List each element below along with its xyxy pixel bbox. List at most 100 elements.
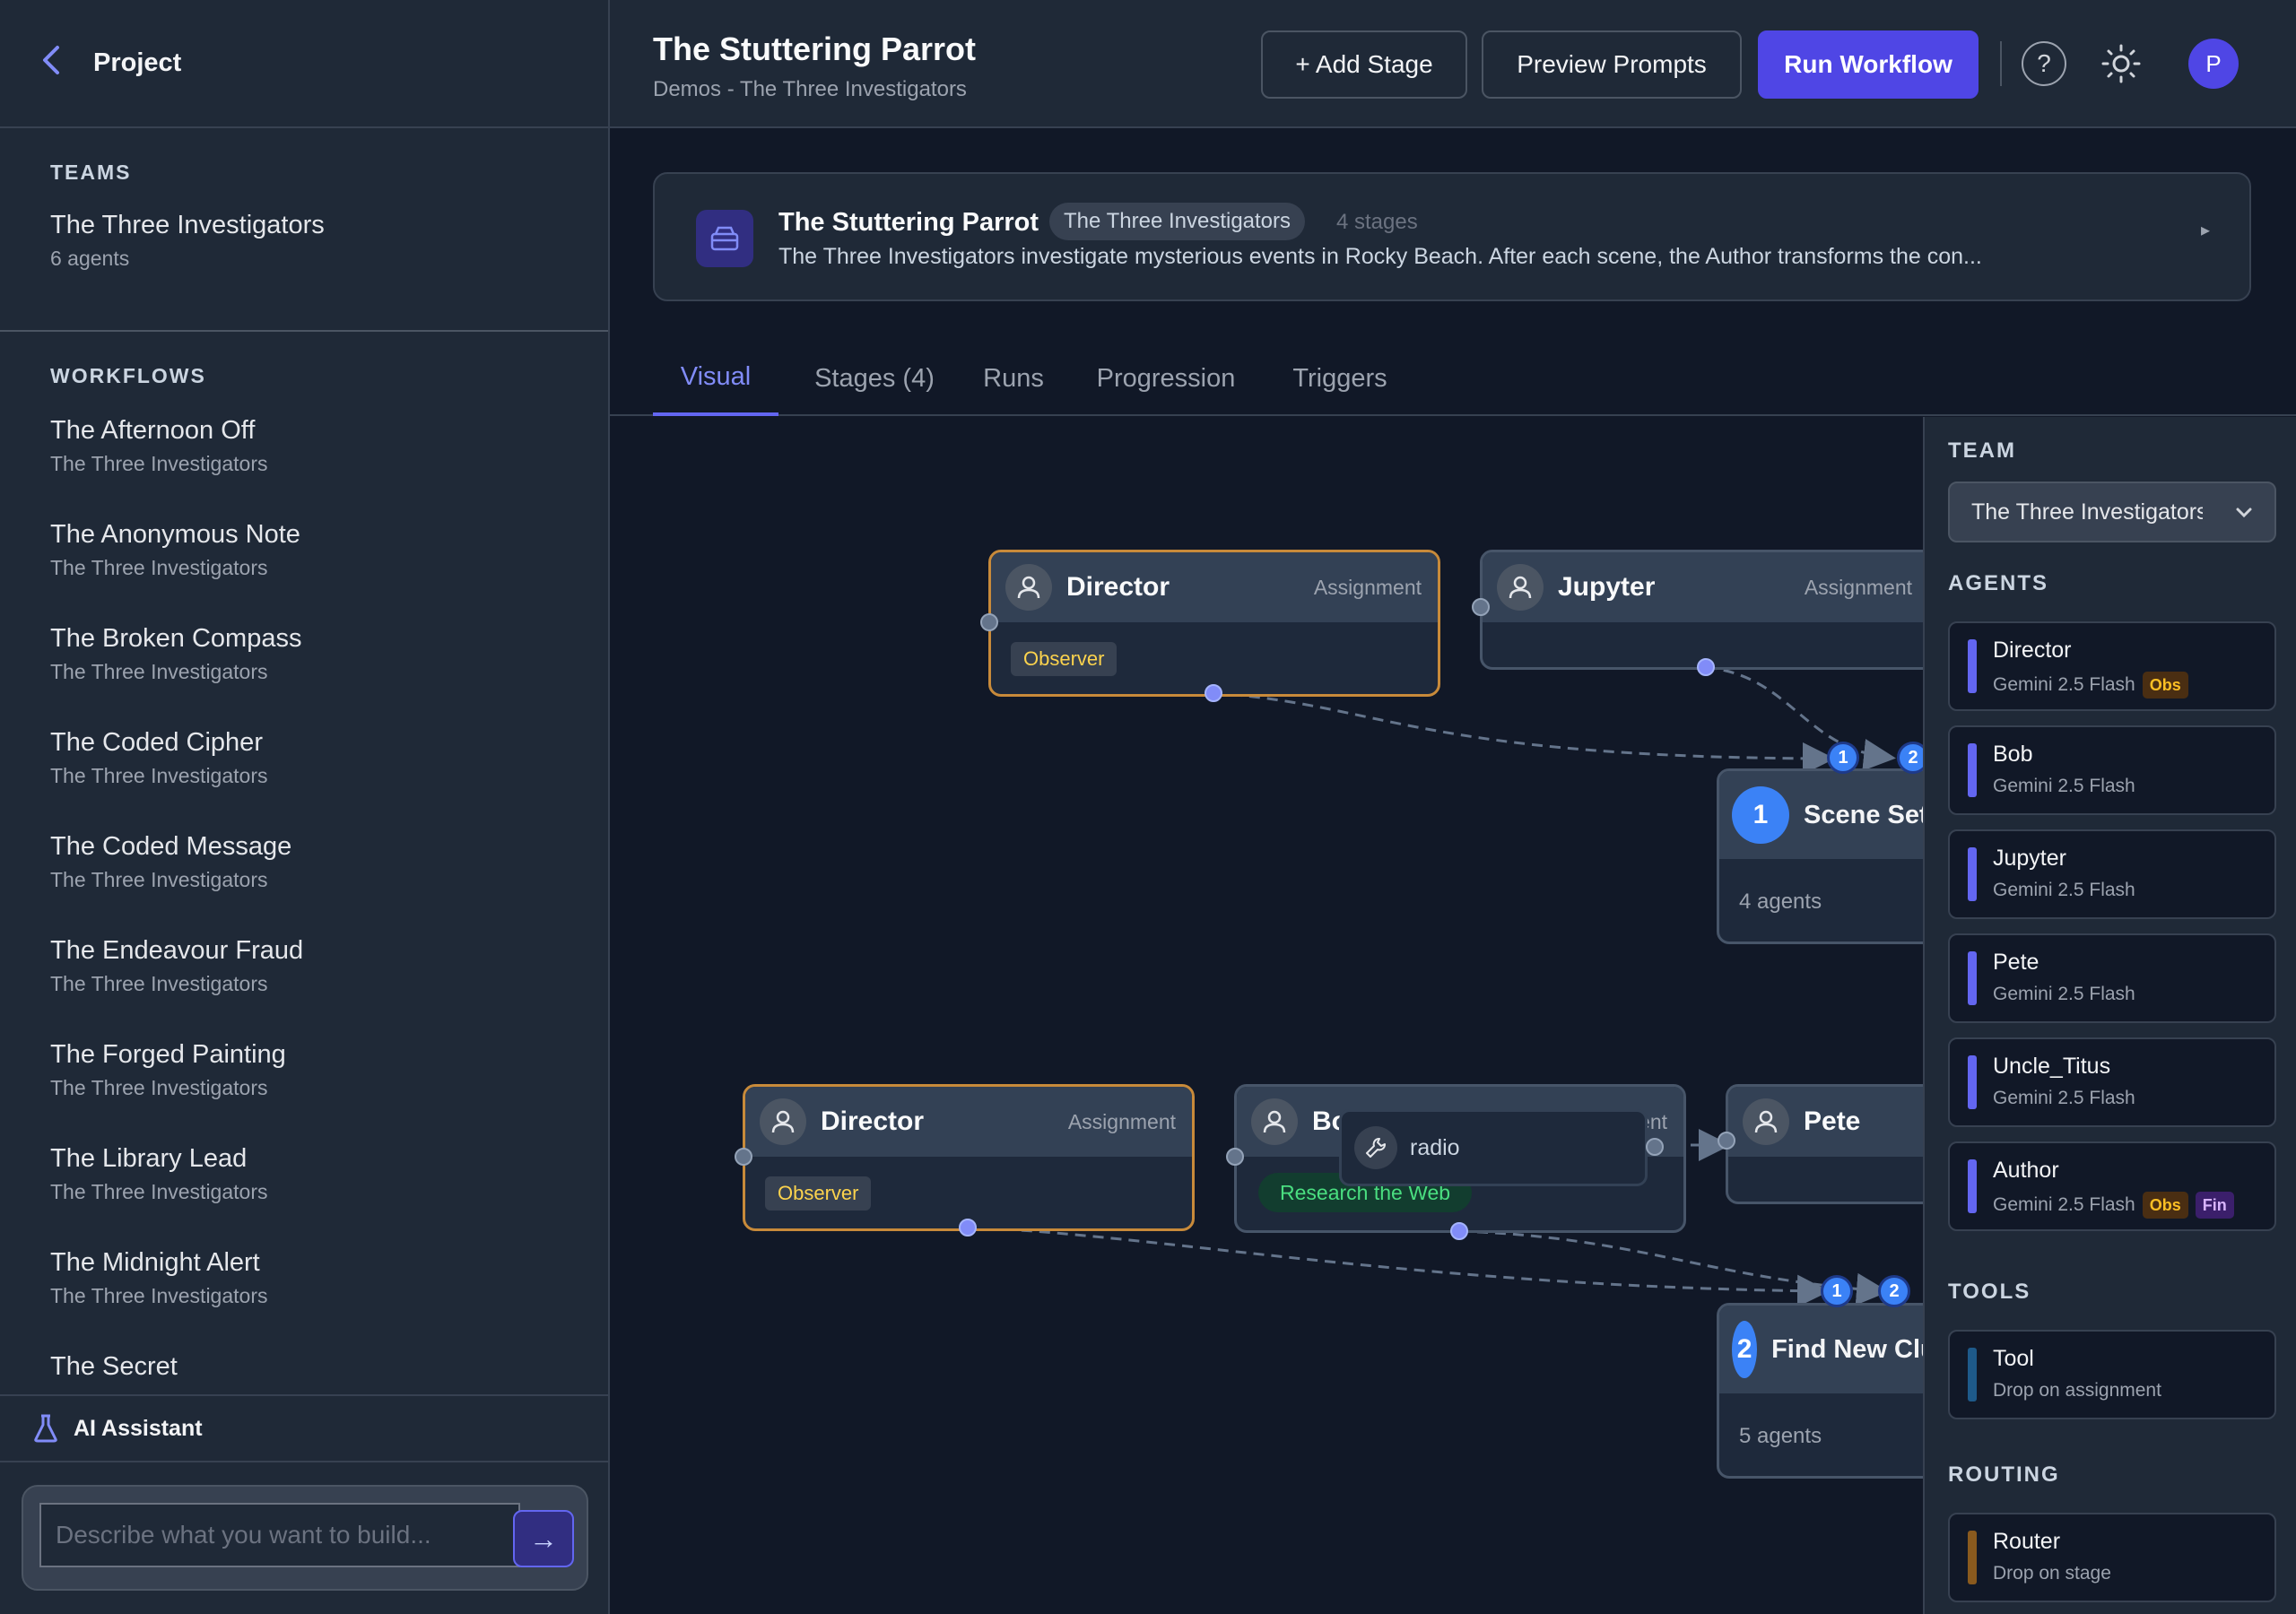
- router-palette-card[interactable]: Router Drop on stage: [1948, 1513, 2276, 1602]
- agent-card[interactable]: Bob Gemini 2.5 Flash: [1948, 725, 2276, 815]
- router-palette-name: Router: [1993, 1529, 2061, 1554]
- workflow-info-card[interactable]: The Stuttering Parrot The Three Investig…: [653, 172, 2251, 301]
- assignment-node[interactable]: Jupyter Assignment: [1480, 550, 1923, 670]
- expand-caret-icon[interactable]: ▸: [2200, 221, 2210, 240]
- team-item[interactable]: The Three Investigators 6 agents: [0, 210, 608, 271]
- workflow-team: The Three Investigators: [50, 763, 268, 787]
- team-select[interactable]: The Three Investigators: [1948, 482, 2276, 542]
- avatar[interactable]: P: [2188, 39, 2239, 89]
- node-header: Jupyter Assignment: [1483, 552, 1923, 622]
- breadcrumb: Demos - The Three Investigators: [653, 77, 967, 101]
- input-port[interactable]: [980, 613, 998, 631]
- chevron-down-icon: [2236, 508, 2252, 518]
- input-port[interactable]: [735, 1148, 752, 1166]
- output-port[interactable]: [1205, 684, 1222, 702]
- workflow-item[interactable]: The Afternoon Off The Three Investigator…: [0, 415, 608, 519]
- router-color-bar: [1968, 1531, 1977, 1584]
- team-select-value: The Three Investigators: [1971, 499, 2203, 525]
- arrow-right-icon: →: [529, 1522, 558, 1555]
- workflow-item[interactable]: The Library Lead The Three Investigators: [0, 1143, 608, 1247]
- workflow-item[interactable]: The Broken Compass The Three Investigato…: [0, 623, 608, 727]
- tool-node[interactable]: radio: [1339, 1109, 1648, 1186]
- top-header: The Stuttering Parrot Demos - The Three …: [610, 0, 2296, 128]
- workflow-item[interactable]: The Anonymous Note The Three Investigato…: [0, 519, 608, 623]
- tab-runs[interactable]: Runs: [983, 363, 1044, 393]
- team-section-label: TEAM: [1948, 438, 2016, 463]
- agent-color-bar: [1968, 639, 1977, 693]
- workflow-team: The Three Investigators: [50, 451, 268, 475]
- workflow-item[interactable]: The Coded Message The Three Investigator…: [0, 831, 608, 935]
- workflow-item[interactable]: The Endeavour Fraud The Three Investigat…: [0, 935, 608, 1039]
- input-port[interactable]: [1718, 1132, 1735, 1150]
- input-port[interactable]: [1226, 1148, 1244, 1166]
- help-icon[interactable]: ?: [2022, 41, 2066, 86]
- tool-palette-card[interactable]: Tool Drop on assignment: [1948, 1330, 2276, 1419]
- tab-stages[interactable]: Stages (4): [814, 363, 935, 393]
- archive-box-icon: [696, 210, 753, 267]
- agent-name: Author: [1993, 1158, 2059, 1183]
- stage-input-port[interactable]: 2: [1897, 742, 1923, 774]
- add-stage-button[interactable]: + Add Stage: [1261, 30, 1467, 99]
- assignment-node[interactable]: Pete: [1726, 1084, 1923, 1204]
- node-agent-name: Director: [821, 1106, 925, 1136]
- palette-panel: TEAM The Three Investigators AGENTS Dire…: [1923, 417, 2296, 1614]
- stage-header: 2 Find New Clues: [1719, 1306, 1923, 1393]
- workflow-team: The Three Investigators: [50, 971, 268, 995]
- workflow-canvas[interactable]: Director Assignment Observer Jupyter Ass…: [610, 417, 1923, 1614]
- tool-port[interactable]: [1646, 1138, 1664, 1156]
- person-icon: [1743, 1098, 1789, 1145]
- person-icon: [1005, 564, 1052, 611]
- agent-model: Gemini 2.5 Flash: [1993, 880, 2135, 901]
- theme-toggle-sun-icon[interactable]: [2099, 41, 2144, 86]
- output-port[interactable]: [1450, 1222, 1468, 1240]
- edge: [1458, 1229, 1889, 1306]
- tab-triggers[interactable]: Triggers: [1292, 363, 1387, 393]
- workflow-name: The Broken Compass: [50, 624, 302, 653]
- stage-node[interactable]: 1 Scene Setup 4 agents: [1717, 768, 1923, 944]
- agent-card[interactable]: Director Gemini 2.5 Flash Obs: [1948, 621, 2276, 711]
- run-workflow-button[interactable]: Run Workflow: [1758, 30, 1979, 99]
- assignment-node[interactable]: Director Assignment Observer: [988, 550, 1440, 697]
- tab-visual[interactable]: Visual: [653, 341, 778, 416]
- output-port[interactable]: [959, 1219, 977, 1237]
- stage-node[interactable]: 2 Find New Clues 5 agents: [1717, 1303, 1923, 1479]
- person-icon: [1251, 1098, 1298, 1145]
- workflow-item[interactable]: The Midnight Alert The Three Investigato…: [0, 1247, 608, 1351]
- assignment-node[interactable]: Director Assignment Observer: [743, 1084, 1195, 1231]
- tools-section-label: TOOLS: [1948, 1280, 2031, 1304]
- send-button[interactable]: →: [513, 1510, 574, 1567]
- ai-assistant-toggle[interactable]: AI Assistant: [0, 1394, 608, 1462]
- stage-number: 2: [1732, 1321, 1758, 1378]
- page-title: The Stuttering Parrot: [653, 30, 977, 67]
- project-link[interactable]: Project: [93, 48, 182, 77]
- output-port[interactable]: [1697, 658, 1715, 676]
- team-agent-count: 6 agents: [50, 246, 130, 270]
- stage-input-port[interactable]: 1: [1827, 742, 1859, 774]
- agent-name: Bob: [1993, 742, 2033, 767]
- back-chevron-icon[interactable]: [39, 44, 84, 82]
- stage-input-port[interactable]: 2: [1878, 1275, 1910, 1307]
- observer-badge: Observer: [1011, 642, 1118, 676]
- workflow-item[interactable]: The Secret: [0, 1351, 608, 1394]
- person-icon: [760, 1098, 806, 1145]
- preview-prompts-button[interactable]: Preview Prompts: [1482, 30, 1742, 99]
- chat-composer: →: [22, 1485, 588, 1591]
- agent-card[interactable]: Pete Gemini 2.5 Flash: [1948, 933, 2276, 1023]
- tab-progression[interactable]: Progression: [1096, 363, 1236, 393]
- flask-icon: [34, 1414, 57, 1443]
- observer-tag: Obs: [2142, 672, 2188, 699]
- agent-card[interactable]: Jupyter Gemini 2.5 Flash: [1948, 829, 2276, 919]
- stage-input-port[interactable]: 1: [1821, 1275, 1853, 1307]
- node-type-label: Assignment: [1804, 575, 1912, 599]
- workflows-label: WORKFLOWS: [50, 364, 206, 387]
- agent-model-name: Gemini 2.5 Flash: [1993, 880, 2135, 900]
- agent-color-bar: [1968, 1159, 1977, 1213]
- workflow-item[interactable]: The Forged Painting The Three Investigat…: [0, 1039, 608, 1143]
- input-port[interactable]: [1472, 598, 1490, 616]
- agent-card[interactable]: Uncle_Titus Gemini 2.5 Flash: [1948, 1037, 2276, 1127]
- chat-input[interactable]: [39, 1503, 520, 1567]
- agent-card[interactable]: Author Gemini 2.5 Flash Obs Fin: [1948, 1141, 2276, 1231]
- workflow-item[interactable]: The Coded Cipher The Three Investigators: [0, 727, 608, 831]
- agent-model: Gemini 2.5 Flash: [1993, 984, 2135, 1005]
- workflow-name: The Afternoon Off: [50, 416, 256, 445]
